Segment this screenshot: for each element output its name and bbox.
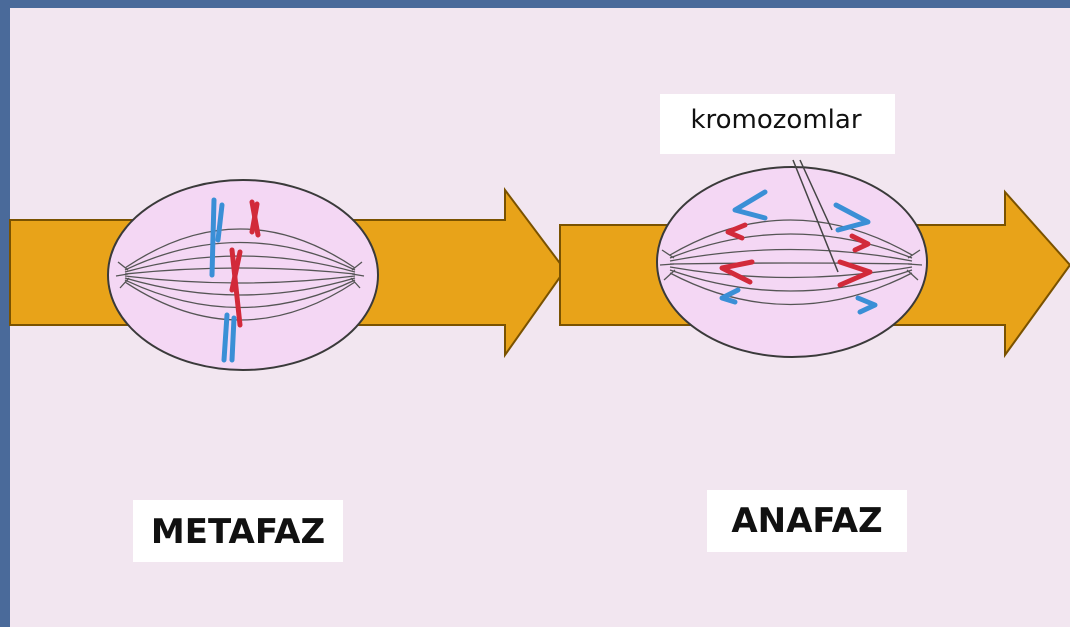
stage-label-metafaz: METAFAZ (151, 512, 325, 552)
callout-label: kromozomlar (690, 105, 861, 135)
stage-label-anafaz: ANAFAZ (731, 501, 882, 541)
cell-metaphase (108, 180, 378, 370)
